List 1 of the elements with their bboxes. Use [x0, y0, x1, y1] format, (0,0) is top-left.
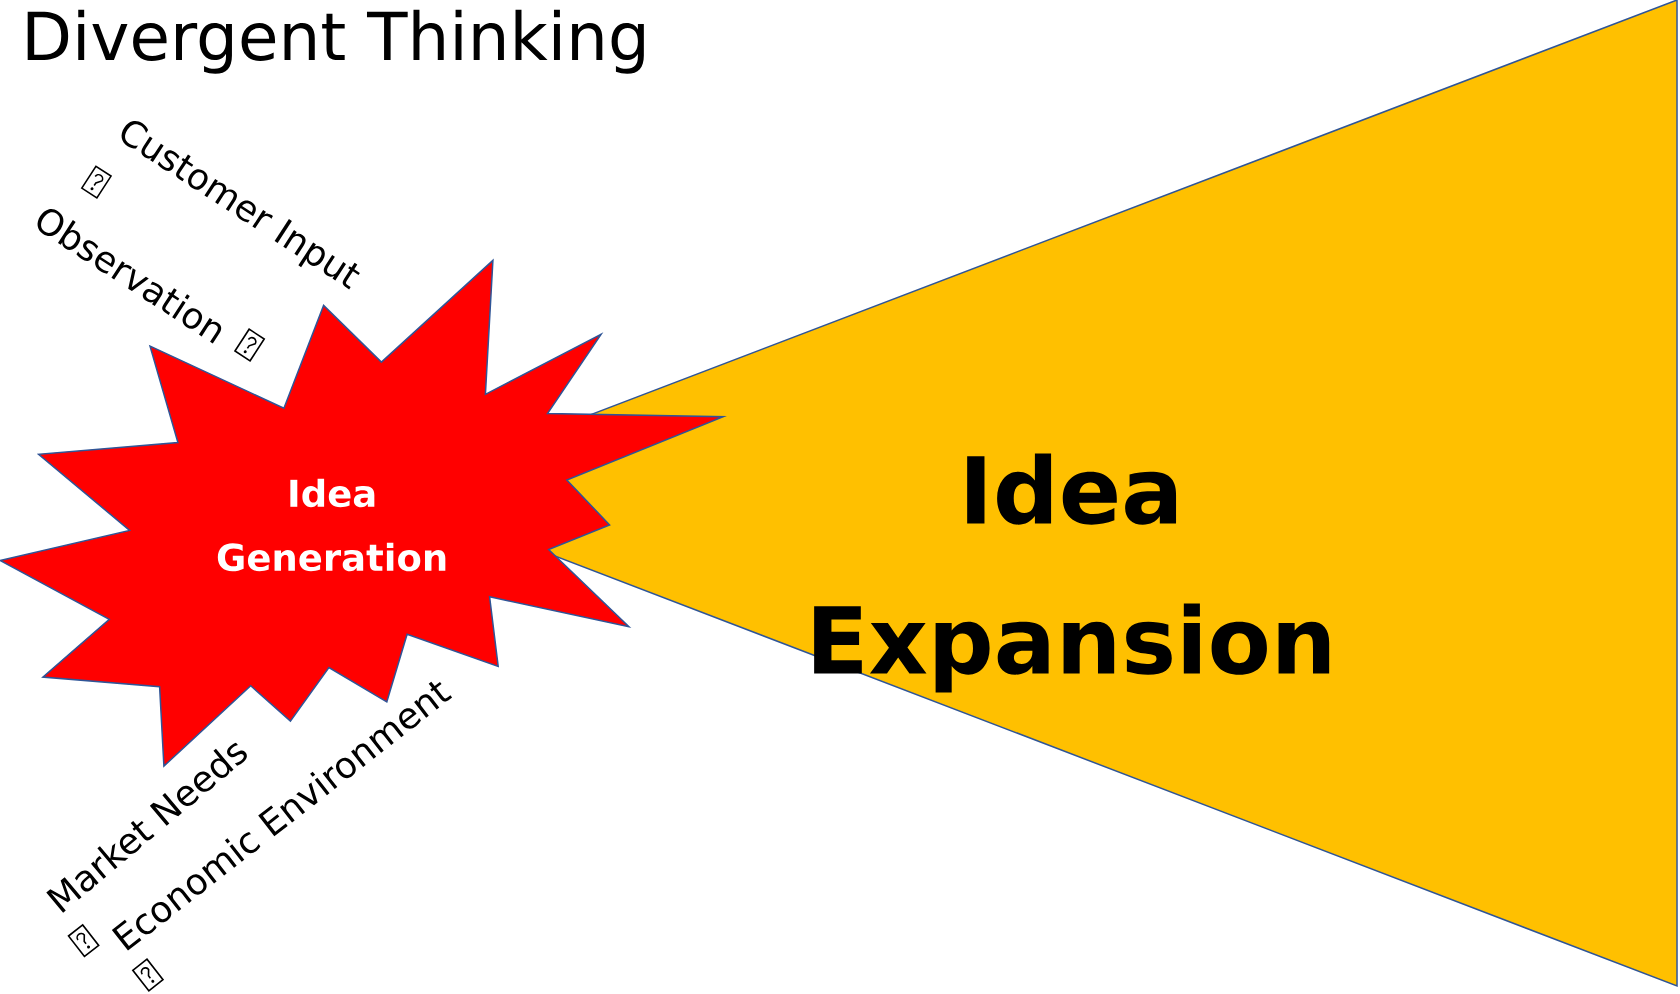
- title: Divergent Thinking: [27, 9, 644, 74]
